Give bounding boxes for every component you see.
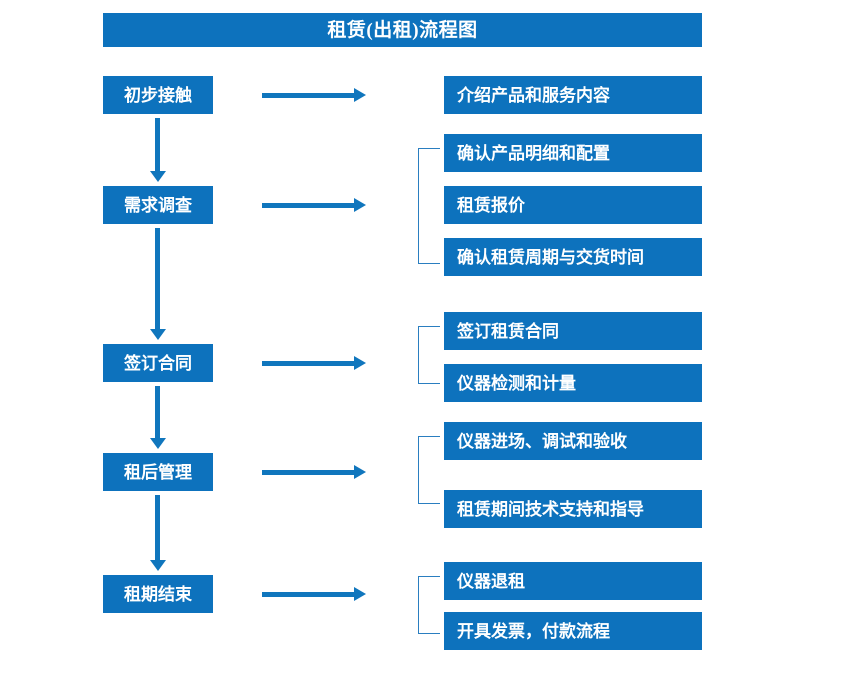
detail-box-6[interactable]: 仪器检测和计量 xyxy=(444,364,702,402)
diagram-title-bar: 租赁(出租)流程图 xyxy=(103,13,702,47)
right-arrow-icon-4 xyxy=(262,465,366,479)
detail-label-10: 开具发票，付款流程 xyxy=(457,621,610,641)
stage-label-3: 签订合同 xyxy=(124,353,192,373)
detail-label-3: 租赁报价 xyxy=(457,195,525,215)
detail-box-5[interactable]: 签订租赁合同 xyxy=(444,312,702,350)
detail-label-7: 仪器进场、调试和验收 xyxy=(457,431,627,451)
detail-box-2[interactable]: 确认产品明细和配置 xyxy=(444,134,702,172)
right-arrow-icon-3 xyxy=(262,356,366,370)
stage-label-4: 租后管理 xyxy=(124,462,192,482)
detail-label-9: 仪器退租 xyxy=(457,571,525,591)
stage-label-2: 需求调查 xyxy=(124,195,192,215)
detail-box-10[interactable]: 开具发票，付款流程 xyxy=(444,612,702,650)
detail-box-9[interactable]: 仪器退租 xyxy=(444,562,702,600)
right-arrow-icon-2 xyxy=(262,198,366,212)
stage-label-1: 初步接触 xyxy=(124,85,192,105)
detail-box-1[interactable]: 介绍产品和服务内容 xyxy=(444,76,702,114)
stage-box-1[interactable]: 初步接触 xyxy=(103,76,213,114)
group-bracket-post-rental xyxy=(418,436,440,504)
stage-label-5: 租期结束 xyxy=(124,584,192,604)
group-bracket-requirements xyxy=(418,148,440,264)
right-arrow-icon-5 xyxy=(262,587,366,601)
detail-box-8[interactable]: 租赁期间技术支持和指导 xyxy=(444,490,702,528)
right-arrow-icon-1 xyxy=(262,88,366,102)
detail-label-2: 确认产品明细和配置 xyxy=(457,143,610,163)
diagram-title: 租赁(出租)流程图 xyxy=(327,19,478,41)
down-arrow-icon-1 xyxy=(150,118,166,182)
group-bracket-end-of-term xyxy=(418,576,440,634)
stage-box-5[interactable]: 租期结束 xyxy=(103,575,213,613)
detail-box-3[interactable]: 租赁报价 xyxy=(444,186,702,224)
detail-label-8: 租赁期间技术支持和指导 xyxy=(457,499,644,519)
down-arrow-icon-2 xyxy=(150,228,166,340)
detail-label-6: 仪器检测和计量 xyxy=(457,373,576,393)
detail-box-7[interactable]: 仪器进场、调试和验收 xyxy=(444,422,702,460)
detail-label-5: 签订租赁合同 xyxy=(457,321,559,341)
group-bracket-contract xyxy=(418,326,440,384)
down-arrow-icon-3 xyxy=(150,386,166,449)
stage-box-2[interactable]: 需求调查 xyxy=(103,186,213,224)
detail-box-4[interactable]: 确认租赁周期与交货时间 xyxy=(444,238,702,276)
down-arrow-icon-4 xyxy=(150,495,166,571)
stage-box-3[interactable]: 签订合同 xyxy=(103,344,213,382)
stage-box-4[interactable]: 租后管理 xyxy=(103,453,213,491)
detail-label-4: 确认租赁周期与交货时间 xyxy=(457,247,644,267)
detail-label-1: 介绍产品和服务内容 xyxy=(457,85,610,105)
